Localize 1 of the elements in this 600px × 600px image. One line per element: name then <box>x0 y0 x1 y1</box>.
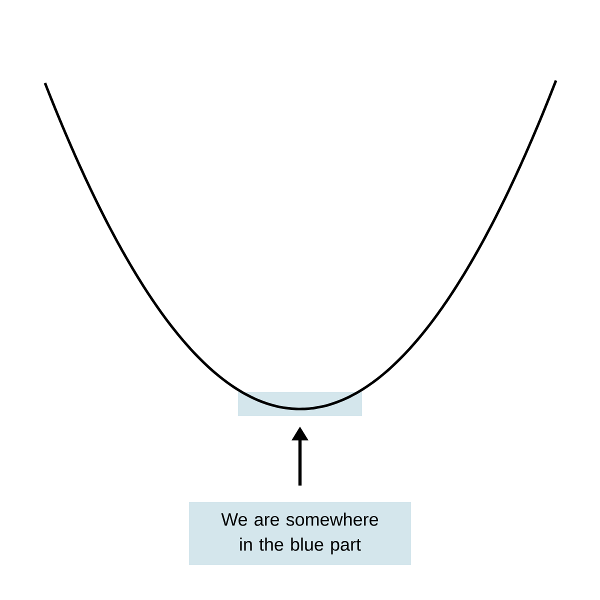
text-box: We are somewhere in the blue part <box>189 502 411 565</box>
